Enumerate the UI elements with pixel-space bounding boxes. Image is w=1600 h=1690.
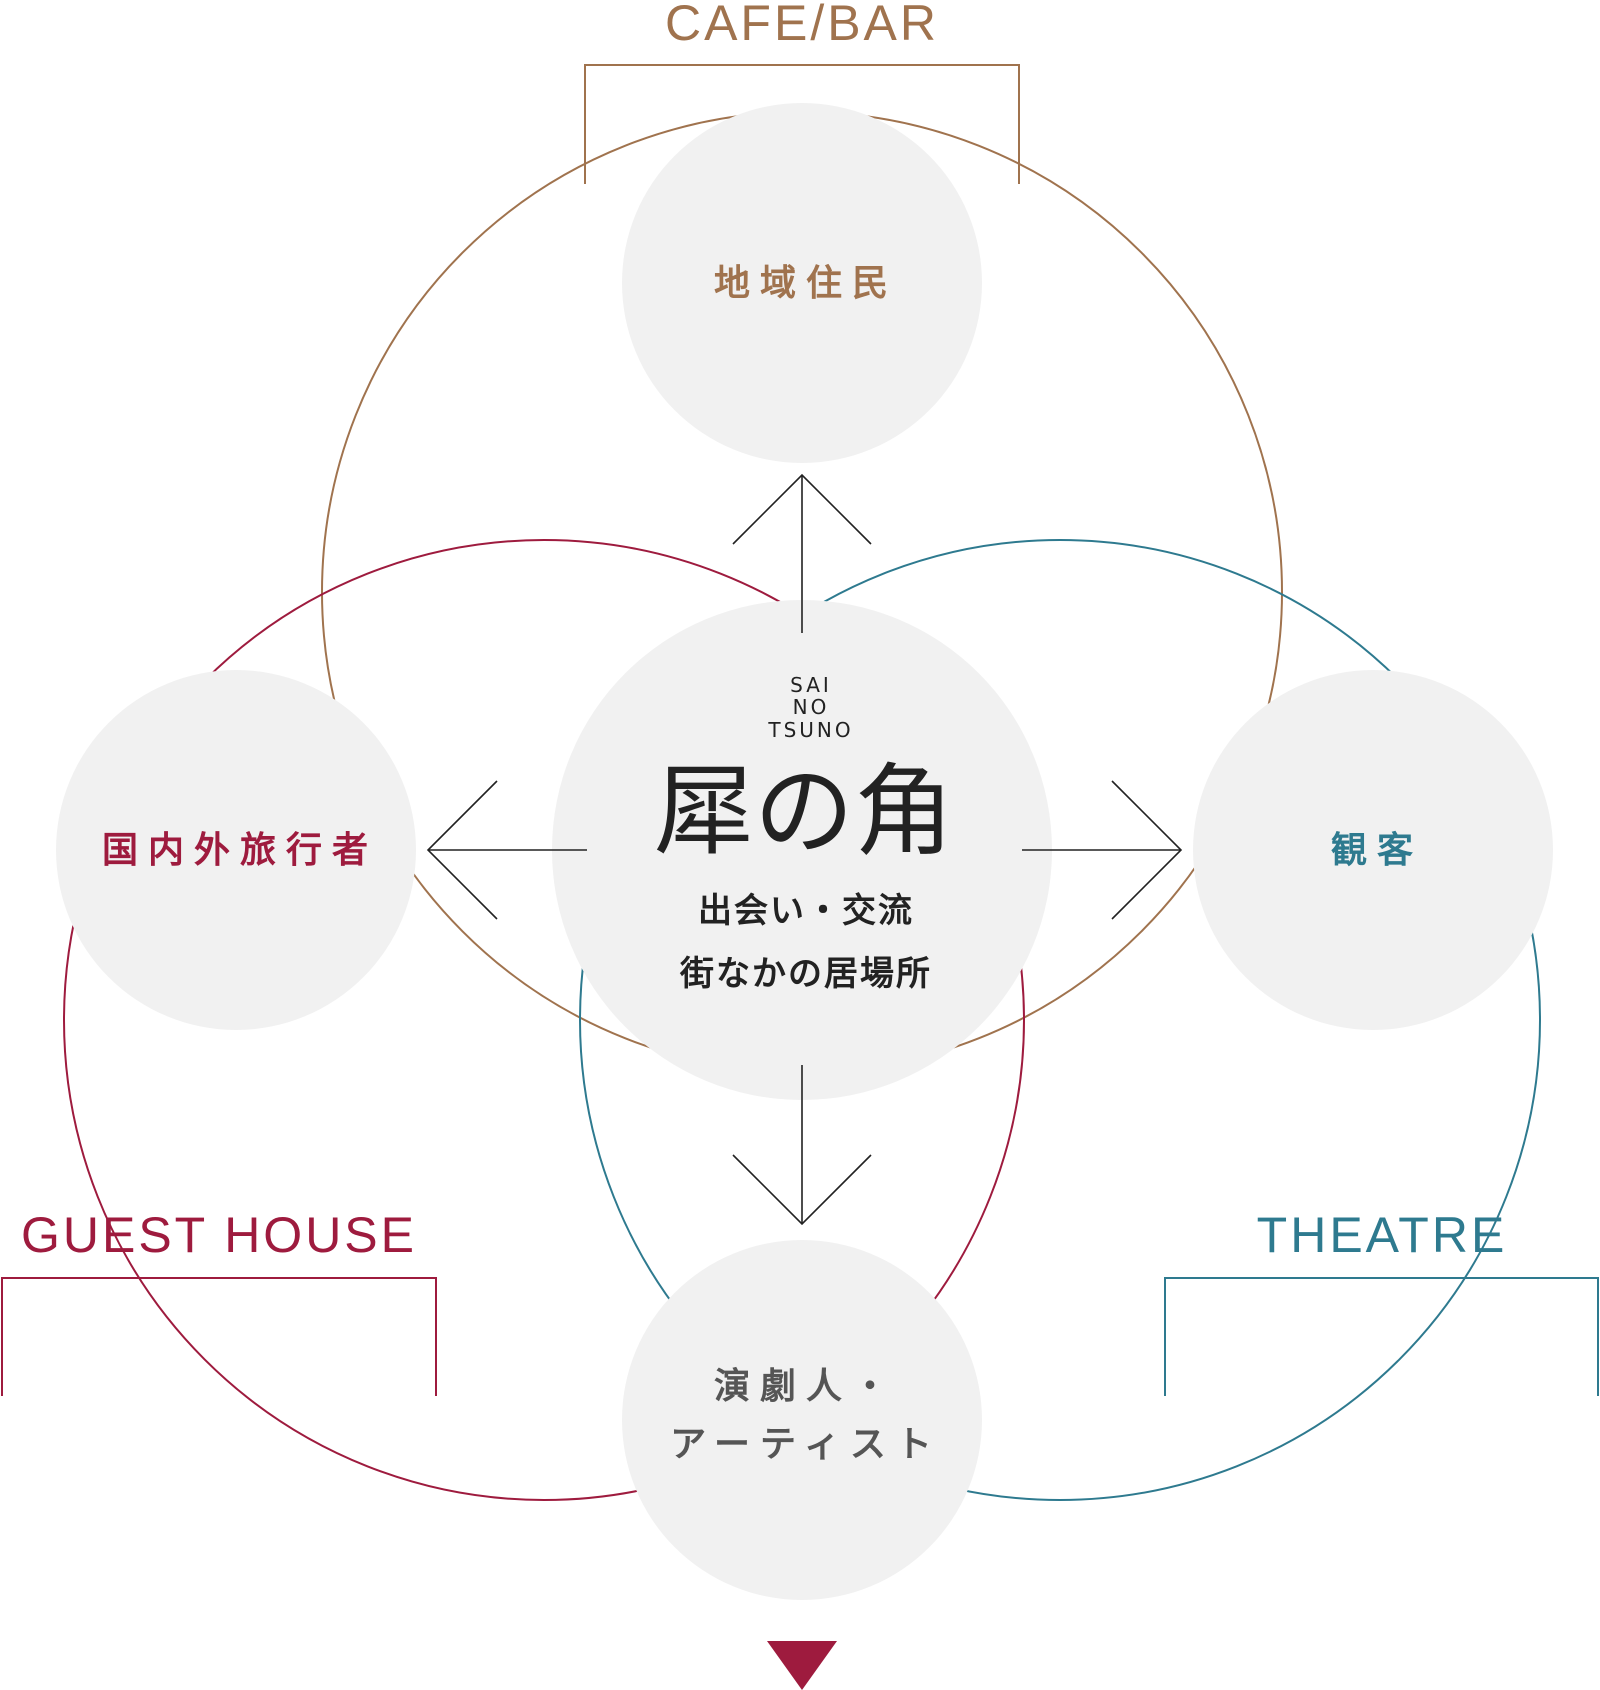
logo-en-line2: NO	[793, 695, 830, 719]
tagline-line1: 出会い・交流	[698, 891, 914, 931]
arrow-right-icon	[1022, 780, 1183, 920]
theatre-bracket	[1164, 1277, 1599, 1396]
cafe-bar-label: CAFE/BAR	[665, 0, 939, 51]
guest-house-bracket	[1, 1277, 437, 1396]
residents-label: 地域住民	[714, 263, 898, 304]
travelers-node	[56, 670, 416, 1030]
theatre-label: THEATRE	[1257, 1207, 1508, 1263]
audience-label: 観客	[1331, 830, 1423, 871]
artists-label-line2: アーティスト	[670, 1424, 942, 1465]
tagline-line2: 街なかの居場所	[679, 954, 932, 994]
travelers-label: 国内外旅行者	[102, 830, 378, 871]
guest-house-label: GUEST HOUSE	[21, 1207, 417, 1263]
arrow-down-icon	[732, 1065, 872, 1226]
logo-en-line1: SAI	[790, 673, 832, 697]
artists-node	[622, 1240, 982, 1600]
arrow-up-icon	[732, 473, 872, 633]
theatre-ring	[579, 539, 1541, 1501]
triangle-down-icon[interactable]	[767, 1641, 837, 1690]
cafe-bar-bracket	[584, 64, 1020, 184]
audience-node	[1193, 670, 1553, 1030]
center-node	[552, 600, 1052, 1100]
residents-node	[622, 103, 982, 463]
logo-en-line3: TSUNO	[767, 718, 853, 742]
artists-label-line1: 演劇人・	[714, 1366, 898, 1407]
guest-house-ring	[63, 539, 1025, 1501]
arrow-left-icon	[426, 780, 587, 920]
logo-jp: 犀の角	[654, 753, 954, 870]
